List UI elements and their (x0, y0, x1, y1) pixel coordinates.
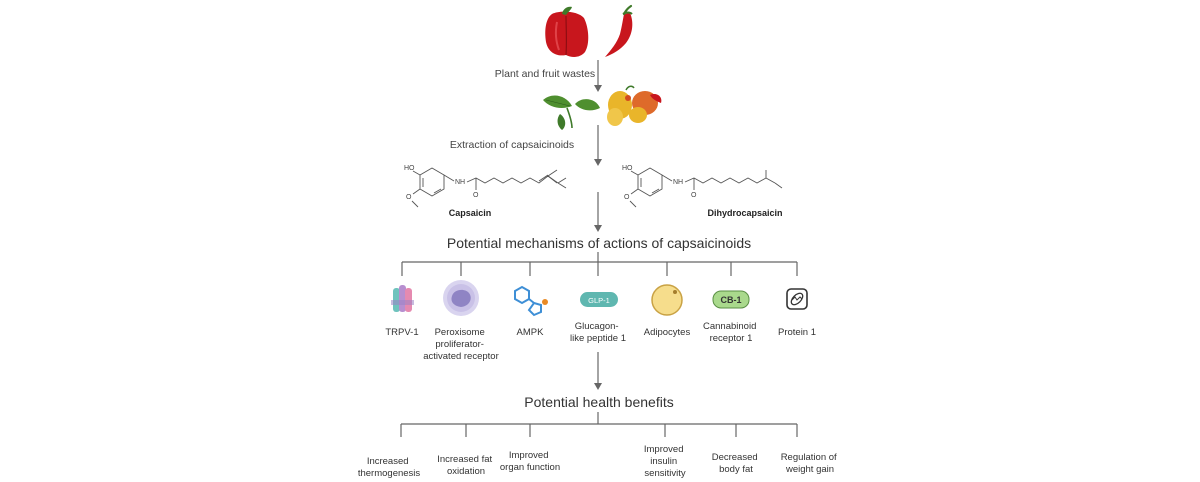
plant-leaves-icon (543, 95, 600, 130)
mechanism-label-ppar: Peroxisome proliferator- activated recep… (423, 327, 499, 362)
benefit-label-fat-oxidation: Increased fat oxidation (437, 454, 495, 477)
step-label-extraction: Extraction of capsaicinoids (450, 139, 574, 151)
cb1-badge-text: CB-1 (720, 295, 741, 305)
benefit-label-weight-gain: Regulation of weight gain (781, 452, 840, 475)
mechanism-label-ampk: AMPK (517, 327, 545, 338)
dihydrocapsaicin-nh-label: NH (673, 179, 683, 186)
capsaicin-o-label: O (406, 194, 412, 201)
dihydrocapsaicin-carbonyl-o: O (691, 192, 697, 199)
benefit-label-insulin-sensitivity: Improved insulin sensitivity (644, 444, 686, 479)
mechanism-label-cb1: Cannabinoid receptor 1 (703, 321, 759, 344)
capsaicin-ho-label: HO (404, 165, 415, 172)
benefit-label-body-fat: Decreased body fat (712, 452, 761, 475)
capsaicin-structure: HO O NH O (404, 165, 567, 208)
mechanism-label-protein1: Protein 1 (778, 327, 816, 338)
ampk-molecule-icon (514, 285, 548, 317)
dihydrocapsaicin-o-label: O (624, 194, 630, 201)
capsaicin-carbonyl-o: O (473, 192, 479, 199)
capsaicin-nh-label: NH (455, 179, 465, 186)
cb1-badge-icon: CB-1 (712, 290, 750, 309)
bell-pepper-icon (545, 6, 589, 57)
mechanism-label-trpv1: TRPV-1 (385, 327, 418, 338)
glp1-badge-icon: GLP-1 (580, 292, 618, 307)
fruit-waste-icon (607, 85, 662, 126)
mitochondrion-icon (786, 288, 808, 310)
trpv1-channel-icon (391, 285, 414, 312)
receptor-cell-icon (443, 280, 479, 316)
benefit-label-organ-function: Improved organ function (500, 450, 560, 473)
dihydrocapsaicin-ho-label: HO (622, 165, 633, 172)
adipocyte-icon (651, 284, 683, 316)
compound-label-dihydrocapsaicin: Dihydrocapsaicin (707, 208, 782, 218)
step-label-wastes: Plant and fruit wastes (495, 68, 595, 80)
mechanisms-title: Potential mechanisms of actions of capsa… (447, 235, 751, 251)
glp1-badge-text: GLP-1 (588, 296, 610, 305)
chili-pepper-icon (605, 4, 633, 57)
mechanism-label-glp1: Glucagon- like peptide 1 (570, 321, 626, 344)
dihydrocapsaicin-structure: HO O NH O (622, 165, 783, 208)
benefit-label-thermogenesis: Increased thermogenesis (358, 456, 421, 479)
mechanism-label-adipocytes: Adipocytes (644, 327, 691, 338)
benefits-title: Potential health benefits (524, 394, 673, 410)
compound-label-capsaicin: Capsaicin (449, 208, 492, 218)
